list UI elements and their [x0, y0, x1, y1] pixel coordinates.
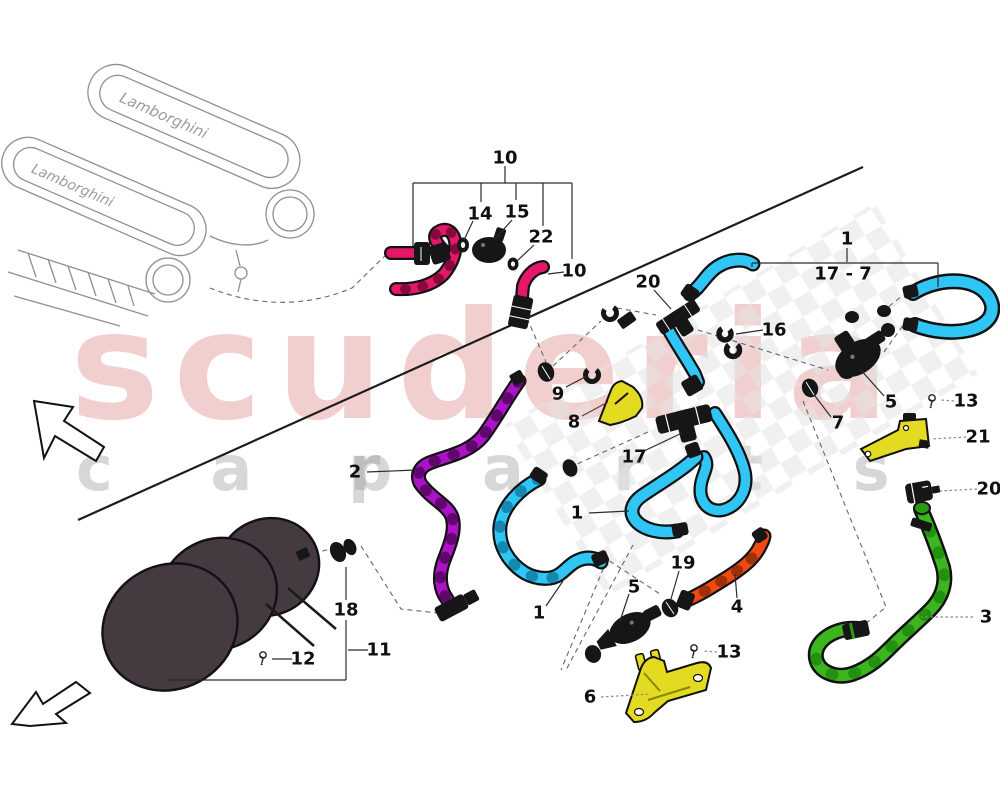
direction-arrow-bottom-left: [10, 680, 92, 728]
part-label-1: 1: [840, 228, 854, 250]
leader-lines-dotted: [600, 399, 978, 698]
part-label-6: 6: [583, 686, 597, 708]
part-label-15: 15: [504, 201, 530, 223]
small-parts: [329, 227, 941, 663]
part-label-20: 20: [976, 478, 1000, 500]
part-label-22: 22: [528, 226, 554, 248]
engine-sketch: Lamborghini Lamborghini: [1, 63, 315, 327]
part-label-13: 13: [716, 641, 742, 663]
part-label-7: 7: [831, 412, 845, 434]
part-label-1: 1: [532, 602, 546, 624]
part-label-18: 18: [333, 599, 359, 621]
part-label-8: 8: [567, 411, 581, 433]
part-label-2: 2: [348, 461, 362, 483]
part-label-1: 1: [570, 502, 584, 524]
watermark-car: c a r: [76, 432, 419, 505]
part-label-4: 4: [730, 596, 744, 618]
part-label-13: 13: [953, 390, 979, 412]
direction-arrow-top-left: [32, 399, 106, 463]
engine-script-bottom: Lamborghini: [29, 161, 116, 211]
part-label-10: 10: [561, 260, 587, 282]
part-label-20: 20: [635, 271, 661, 293]
hose-orange-4: [679, 528, 772, 608]
part-label-5: 5: [884, 391, 898, 413]
hoses-cyan-1: [492, 252, 1000, 586]
part-label-11: 11: [366, 639, 392, 661]
divider-line: [77, 165, 864, 522]
part-label-5: 5: [627, 576, 641, 598]
hose-purple-2: [411, 373, 527, 607]
bracket-6: [624, 648, 713, 724]
part-label-17-7: 17 - 7: [814, 263, 872, 285]
part-label-10: 10: [492, 147, 518, 169]
part-label-21: 21: [965, 426, 991, 448]
hose-pink-elbow-10: [515, 260, 550, 305]
screw-13-bottom: [690, 644, 698, 659]
part-label-17: 17: [621, 446, 647, 468]
hose-green-3: [807, 501, 953, 684]
screw-12: [259, 651, 267, 666]
checkered-flag-watermark: [504, 202, 978, 597]
part-label-19: 19: [670, 552, 696, 574]
bracket-21: [859, 413, 931, 463]
leader-lines: [168, 166, 939, 681]
part-label-9: 9: [551, 383, 565, 405]
vacuum-reservoir: [101, 516, 337, 692]
part-label-14: 14: [467, 203, 493, 225]
part-label-16: 16: [761, 319, 787, 341]
bracket-8: [597, 379, 644, 427]
part-label-12: 12: [290, 648, 316, 670]
part-label-3: 3: [979, 606, 993, 628]
